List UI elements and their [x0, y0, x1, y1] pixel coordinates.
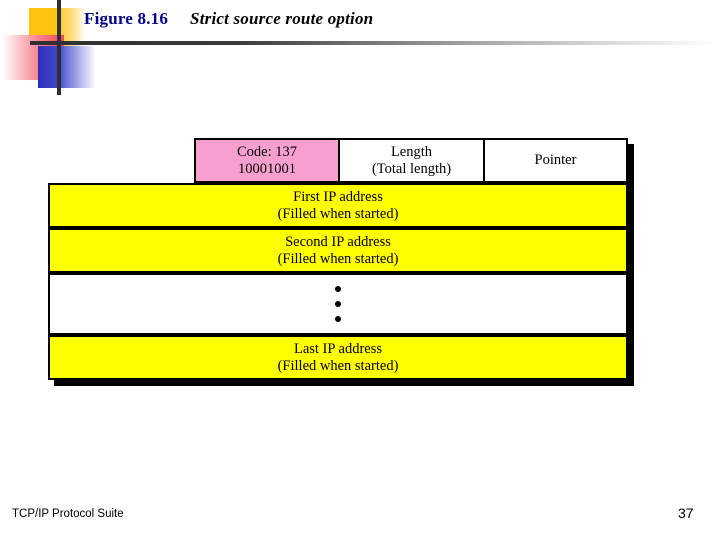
length-field-note: (Total length) — [371, 160, 452, 177]
footer-book-title: TCP/IP Protocol Suite — [12, 508, 124, 520]
code-field-label: Code: 137 — [236, 144, 297, 161]
first-ip-address-note: (Filled when started) — [277, 205, 399, 222]
continuation-row — [48, 273, 628, 335]
option-header-row: Code: 137 10001001 Length (Total length)… — [194, 138, 628, 183]
diagram-shadow-right — [628, 144, 634, 386]
decoration-square-blue — [38, 46, 96, 88]
page-title: Figure 8.16 Strict source route option — [84, 9, 373, 29]
code-field-cell: Code: 137 10001001 — [196, 140, 340, 181]
strict-source-route-option-diagram: Code: 137 10001001 Length (Total length)… — [48, 138, 634, 386]
last-ip-address-label: Last IP address — [293, 340, 383, 357]
pointer-field-label: Pointer — [534, 152, 577, 169]
last-ip-address-note: (Filled when started) — [277, 357, 399, 374]
diagram-shadow-bottom — [54, 380, 634, 386]
second-ip-address-label: Second IP address — [285, 233, 391, 250]
ellipsis-dot — [335, 316, 341, 322]
page-number: 37 — [678, 505, 694, 521]
code-field-binary: 10001001 — [238, 160, 296, 177]
second-ip-address-row: Second IP address (Filled when started) — [48, 228, 628, 273]
figure-caption: Strict source route option — [190, 9, 374, 28]
pointer-field-cell: Pointer — [485, 140, 626, 181]
second-ip-address-note: (Filled when started) — [277, 250, 399, 267]
ellipsis-dot — [335, 301, 341, 307]
ellipsis-dot — [335, 286, 341, 292]
figure-number: Figure 8.16 — [84, 9, 169, 28]
first-ip-address-row: First IP address (Filled when started) — [48, 183, 628, 228]
header-horizontal-rule — [30, 41, 716, 45]
length-field-label: Length — [390, 144, 433, 161]
first-ip-address-label: First IP address — [293, 188, 383, 205]
last-ip-address-row: Last IP address (Filled when started) — [48, 335, 628, 380]
length-field-cell: Length (Total length) — [340, 140, 485, 181]
decoration-vertical-line — [57, 0, 61, 95]
vertical-ellipsis-icon — [50, 275, 626, 333]
